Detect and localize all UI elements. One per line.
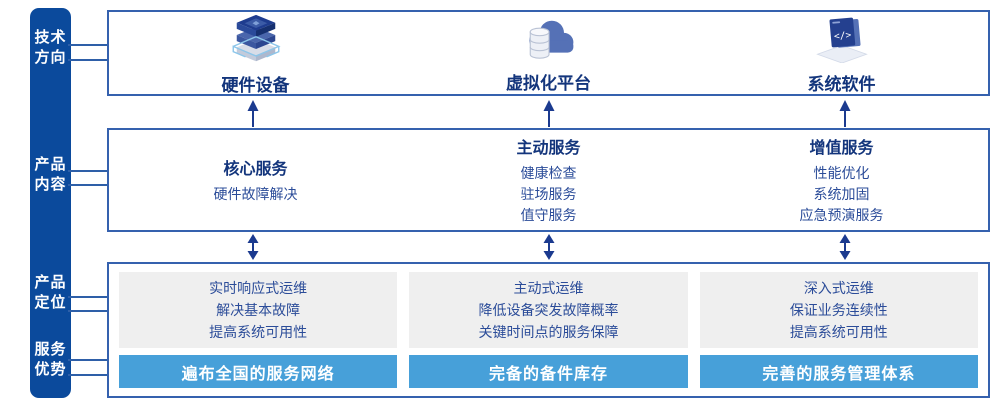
service-item: 性能优化 — [813, 165, 870, 181]
advantage-banner: 完备的备件库存 — [409, 355, 688, 388]
positioning-column-realtime: 实时响应式运维 解决基本故障 提高系统可用性 遍布全国的服务网络 — [119, 272, 398, 388]
tech-label: 硬件设备 — [221, 75, 290, 95]
service-item: 驻场服务 — [520, 186, 577, 202]
positioning-line: 解决基本故障 — [216, 302, 301, 318]
up-arrow — [839, 100, 851, 127]
positioning-line: 降低设备突发故障概率 — [478, 302, 619, 318]
sidebar-item-product-content: 产品内容 — [34, 156, 67, 193]
advantage-banner: 完善的服务管理体系 — [699, 355, 978, 388]
connector-line — [68, 59, 109, 61]
tech-label: 系统软件 — [807, 74, 876, 94]
connector-line — [68, 44, 109, 46]
svg-text:</>: </> — [833, 29, 851, 41]
connector-line — [68, 296, 109, 298]
sidebar-item-service-advantage: 服务优势 — [34, 341, 67, 378]
tech-column-virtualization: 虚拟化平台 — [402, 12, 695, 94]
positioning-box: 实时响应式运维 解决基本故障 提高系统可用性 遍布全国的服务网络 主动式运维 降… — [107, 262, 990, 398]
connector-line — [68, 359, 109, 361]
up-arrow — [543, 100, 555, 127]
double-arrow — [543, 234, 555, 260]
positioning-column-proactive: 主动式运维 降低设备突发故障概率 关键时间点的服务保障 完备的备件库存 — [409, 272, 688, 388]
positioning-line: 深入式运维 — [803, 280, 874, 296]
double-arrow — [839, 234, 851, 260]
sidebar: 技术方向 产品内容 产品定位 服务优势 — [30, 8, 71, 398]
positioning-line: 主动式运维 — [513, 280, 584, 296]
double-arrow — [247, 234, 259, 260]
positioning-line: 实时响应式运维 — [209, 280, 308, 296]
positioning-line: 关键时间点的服务保障 — [478, 324, 619, 340]
cloud-database-icon — [519, 15, 579, 67]
positioning-line: 提高系统可用性 — [209, 324, 308, 340]
service-column-core: 核心服务 硬件故障解决 — [109, 130, 402, 230]
service-title: 核心服务 — [223, 161, 288, 178]
service-item: 系统加固 — [813, 186, 870, 202]
service-title: 增值服务 — [809, 140, 874, 157]
code-window-icon: </> — [814, 14, 870, 68]
positioning-panel: 实时响应式运维 解决基本故障 提高系统可用性 — [119, 272, 398, 348]
service-item: 值守服务 — [520, 207, 577, 223]
connector-line — [68, 170, 109, 172]
positioning-column-indepth: 深入式运维 保证业务连续性 提高系统可用性 完善的服务管理体系 — [699, 272, 978, 388]
service-item: 健康检查 — [520, 165, 577, 181]
service-item: 硬件故障解决 — [213, 186, 298, 202]
server-stack-icon — [228, 13, 284, 69]
service-item: 应急预演服务 — [799, 207, 884, 223]
up-arrow — [247, 100, 259, 127]
tech-column-system-software: </> 系统软件 — [695, 12, 988, 94]
tech-direction-box: 硬件设备 — [107, 10, 990, 96]
service-title: 主动服务 — [516, 140, 581, 157]
sidebar-item-product-positioning: 产品定位 — [34, 274, 67, 311]
positioning-panel: 深入式运维 保证业务连续性 提高系统可用性 — [699, 272, 978, 348]
service-column-active: 主动服务 健康检查 驻场服务 值守服务 — [402, 130, 695, 230]
service-column-value-added: 增值服务 性能优化 系统加固 应急预演服务 — [695, 130, 988, 230]
positioning-line: 提高系统可用性 — [789, 324, 888, 340]
positioning-line: 保证业务连续性 — [789, 302, 888, 318]
connector-line — [68, 374, 109, 376]
product-content-box: 核心服务 硬件故障解决 主动服务 健康检查 驻场服务 值守服务 增值服务 性能优… — [107, 128, 990, 232]
advantage-banner: 遍布全国的服务网络 — [119, 355, 398, 388]
connector-line — [68, 310, 109, 312]
sidebar-item-tech-direction: 技术方向 — [34, 29, 67, 66]
positioning-panel: 主动式运维 降低设备突发故障概率 关键时间点的服务保障 — [409, 272, 688, 348]
tech-column-hardware: 硬件设备 — [109, 12, 402, 95]
tech-label: 虚拟化平台 — [506, 73, 591, 93]
connector-line — [68, 184, 109, 186]
